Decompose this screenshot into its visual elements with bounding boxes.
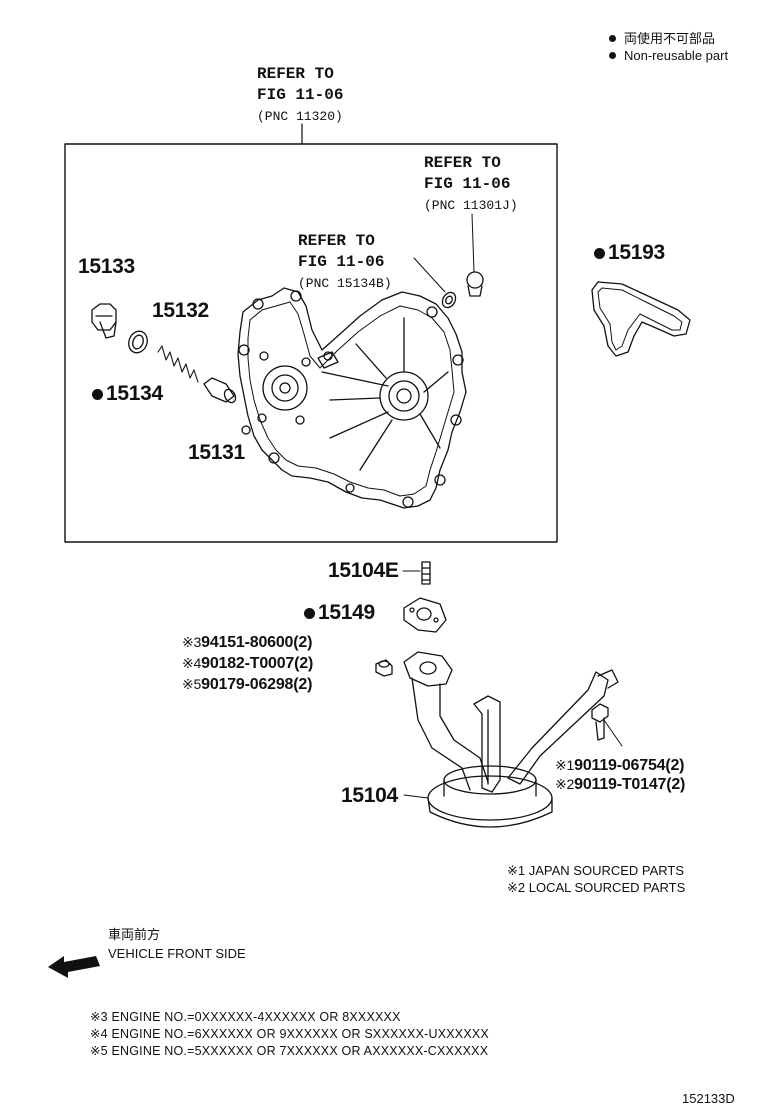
- non-reusable-dot-icon: [304, 608, 315, 619]
- non-reusable-dot-icon: [594, 248, 605, 259]
- bolt-drawing: [591, 703, 623, 747]
- part-15149-label[interactable]: 15149: [304, 601, 375, 625]
- oring-15134-drawing: [128, 330, 148, 354]
- legend-line-jp: 両使用不可部品: [609, 30, 728, 47]
- timing-cover-drawing: [237, 287, 467, 509]
- gasket-15193-drawing: [591, 281, 691, 357]
- part-15131-label[interactable]: 15131: [188, 441, 245, 464]
- strainer-15104-drawing: [403, 651, 619, 828]
- vehicle-front-label: 車両前方 VEHICLE FRONT SIDE: [108, 927, 246, 961]
- engine-note-3: ※3 ENGINE NO.=0XXXXXX-4XXXXXX OR 8XXXXXX: [90, 1010, 401, 1024]
- legend: 両使用不可部品 Non-reusable part: [609, 30, 728, 64]
- alt-part-2[interactable]: ※290119-T0147(2): [555, 776, 686, 793]
- alt-part-1[interactable]: ※190119-06754(2): [555, 757, 685, 774]
- nut-drawing: [375, 659, 393, 677]
- part-15193-label[interactable]: 15193: [594, 241, 665, 265]
- source-notes: ※1 JAPAN SOURCED PARTS ※2 LOCAL SOURCED …: [507, 862, 685, 896]
- part-15104E-label[interactable]: 15104E: [328, 559, 399, 582]
- gasket-15149-drawing: [403, 597, 447, 633]
- part-15104-label[interactable]: 15104: [341, 784, 398, 807]
- part-15133-label[interactable]: 15133: [78, 255, 135, 278]
- plug-15133-drawing: [91, 303, 117, 339]
- legend-line-en: Non-reusable part: [609, 47, 728, 64]
- assembly-box: [64, 143, 558, 543]
- note-japan-sourced: ※1 JAPAN SOURCED PARTS: [507, 863, 685, 878]
- non-reusable-dot-icon: [92, 389, 103, 400]
- alt-part-4[interactable]: ※490182-T0007(2): [182, 655, 314, 672]
- engine-notes: ※3 ENGINE NO.=0XXXXXX-4XXXXXX OR 8XXXXXX…: [90, 1009, 489, 1060]
- spring-15132-drawing: [157, 345, 199, 383]
- refer-label-right[interactable]: REFER TO FIG 11-06 (PNC 11301J): [424, 154, 518, 213]
- dot-icon: [609, 35, 616, 42]
- note-local-sourced: ※2 LOCAL SOURCED PARTS: [507, 880, 686, 895]
- dot-icon: [609, 52, 616, 59]
- refer-label-top[interactable]: REFER TO FIG 11-06 (PNC 11320): [257, 65, 344, 124]
- valve-15131-drawing: [203, 377, 237, 404]
- engine-note-5: ※5 ENGINE NO.=5XXXXXX OR 7XXXXXX OR AXXX…: [90, 1044, 489, 1058]
- part-15132-label[interactable]: 15132: [152, 299, 209, 322]
- engine-note-4: ※4 ENGINE NO.=6XXXXXX OR 9XXXXXX OR SXXX…: [90, 1027, 489, 1041]
- refer-label-mid[interactable]: REFER TO FIG 11-06 (PNC 15134B): [298, 232, 392, 291]
- alt-part-3[interactable]: ※394151-80600(2): [182, 634, 313, 651]
- alt-part-5[interactable]: ※590179-06298(2): [182, 676, 313, 693]
- figure-id: 152133D: [682, 1091, 735, 1106]
- stud-15104E-drawing: [421, 561, 431, 585]
- arrow-left-icon: [48, 956, 100, 978]
- part-15134-label[interactable]: 15134: [92, 382, 163, 406]
